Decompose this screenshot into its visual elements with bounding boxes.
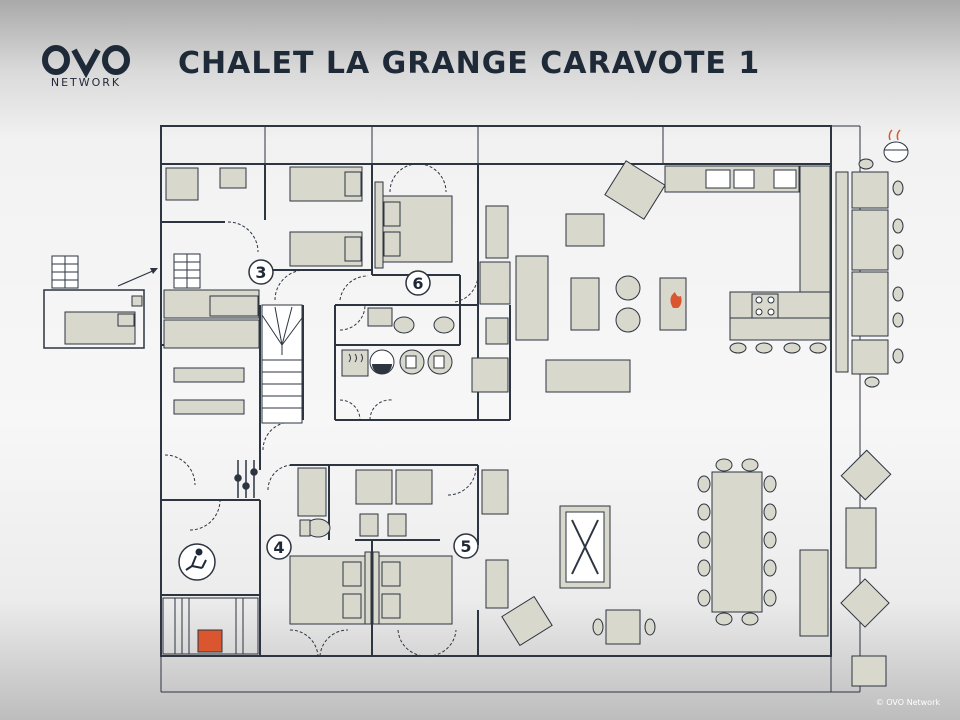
- walls: [160, 125, 861, 693]
- entry-arrow-head: [150, 268, 158, 274]
- room-badge-3: [248, 259, 274, 285]
- dining-table: [697, 458, 829, 637]
- staircase-icon: [51, 253, 201, 289]
- doors: [164, 163, 479, 657]
- entry-arrow: [117, 269, 156, 287]
- bedroom-3-furniture: [163, 166, 363, 415]
- room-badge-6: [405, 270, 431, 296]
- room-badge-4: [266, 534, 292, 560]
- pool-table-icon: [559, 505, 611, 589]
- bar-stools: [729, 342, 827, 354]
- washing-machine-icon: [372, 364, 392, 374]
- room-number-6: 6: [412, 274, 423, 293]
- sauna-bench: [162, 597, 259, 655]
- bbq-grill-icon: [883, 129, 909, 163]
- bedroom-5-furniture: [372, 469, 509, 625]
- living-room-furniture: [515, 160, 687, 393]
- ovo-logo-icon: [42, 45, 130, 79]
- logo-text: NETWORK: [50, 76, 122, 89]
- entrance-annex: [43, 289, 145, 349]
- exercise-bike-figure: [185, 548, 207, 571]
- main-staircase: [261, 304, 303, 424]
- foosball-table-icon: [234, 460, 258, 498]
- kitchen-furniture: [664, 165, 831, 341]
- corner-seating: [501, 595, 656, 647]
- room-number-5: 5: [460, 537, 471, 556]
- copyright-notice: © OVO Network: [875, 698, 940, 707]
- bathroom-utility-furniture: [341, 307, 509, 393]
- dryer-icon: [405, 355, 445, 369]
- page-title: CHALET LA GRANGE CARAVOTE 1: [178, 46, 761, 81]
- fireplace-icon: [670, 292, 682, 308]
- hob-icon: [751, 293, 779, 319]
- bedroom-4-furniture: [289, 467, 433, 625]
- sauna-heater-icon: [348, 353, 363, 363]
- sauna-stove-icon: [197, 629, 223, 653]
- room-number-3: 3: [255, 263, 266, 282]
- bedroom-6-furniture: [374, 181, 511, 305]
- exercise-bike-icon: [178, 543, 216, 581]
- terrace-furniture: [835, 158, 904, 687]
- room-number-4: 4: [273, 538, 284, 557]
- room-badge-5: [453, 533, 479, 559]
